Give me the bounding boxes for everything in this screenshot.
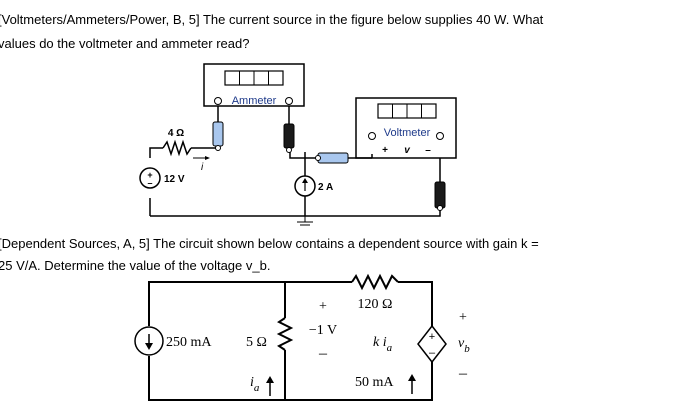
vb-minus: – bbox=[458, 365, 468, 382]
voltage-source-12v bbox=[139, 167, 161, 189]
source-50ma-label: 50 mA bbox=[355, 375, 394, 390]
resistor-4ohm bbox=[162, 139, 192, 157]
current-i-label: i bbox=[201, 162, 204, 173]
voltmeter-v: v bbox=[404, 145, 411, 156]
problem1-line1: [Voltmeters/Ammeters/Power, B, 5] The cu… bbox=[0, 12, 544, 27]
voltmeter-probe-right bbox=[434, 181, 446, 209]
wire-top-right bbox=[289, 152, 318, 159]
dependent-source-label: k ia bbox=[373, 335, 393, 354]
vb-label: vb bbox=[458, 336, 470, 355]
problem2-line1: [Dependent Sources, A, 5] The circuit sh… bbox=[0, 236, 539, 251]
dependent-voltage-source bbox=[417, 324, 447, 364]
voltmeter-label: Voltmeter bbox=[384, 127, 431, 139]
problem1-line2: values do the voltmeter and ammeter read… bbox=[0, 36, 250, 51]
source-250ma-label: 250 mA bbox=[166, 335, 212, 350]
problem2-line2: 25 V/A. Determine the value of the volta… bbox=[0, 258, 271, 273]
circuit-1-diagram: Ammeter Voltmeter + v – + – 12 V 2 A 4 Ω… bbox=[139, 63, 457, 226]
v-plus: + bbox=[319, 299, 327, 314]
current-source-label: 2 A bbox=[318, 182, 333, 193]
resistor-5ohm bbox=[276, 317, 294, 351]
svg-text:+: + bbox=[147, 170, 152, 180]
resistor-4ohm-label: 4 Ω bbox=[168, 128, 184, 139]
ammeter-label: Ammeter bbox=[232, 95, 277, 107]
svg-text:+: + bbox=[429, 331, 435, 343]
wire-120-right bbox=[398, 281, 433, 330]
voltmeter-plus: + bbox=[382, 145, 388, 156]
resistor-5ohm-label: 5 Ω bbox=[246, 335, 267, 350]
resistor-120ohm bbox=[351, 273, 399, 291]
voltmeter-minus: – bbox=[425, 145, 431, 156]
ammeter-probe-right bbox=[283, 123, 295, 149]
svg-text:–: – bbox=[147, 178, 152, 188]
ammeter-probe-left bbox=[212, 121, 224, 147]
wire-bottom bbox=[150, 208, 441, 217]
voltage-source-label: 12 V bbox=[164, 174, 185, 185]
ia-label: ia bbox=[250, 375, 260, 394]
wire-top-left bbox=[149, 147, 163, 158]
wire-bottom-2 bbox=[148, 356, 433, 401]
v-value: −1 V bbox=[309, 323, 337, 338]
ground-icon bbox=[297, 216, 313, 226]
voltmeter-probe-left bbox=[317, 152, 349, 164]
v-minus: – bbox=[318, 345, 328, 362]
resistor-120ohm-label: 120 Ω bbox=[358, 297, 393, 312]
svg-text:–: – bbox=[429, 347, 436, 359]
circuit-2-diagram: 250 mA 5 Ω ia + −1 V – 120 Ω k ia + – + … bbox=[134, 273, 470, 401]
vb-plus: + bbox=[459, 310, 467, 325]
